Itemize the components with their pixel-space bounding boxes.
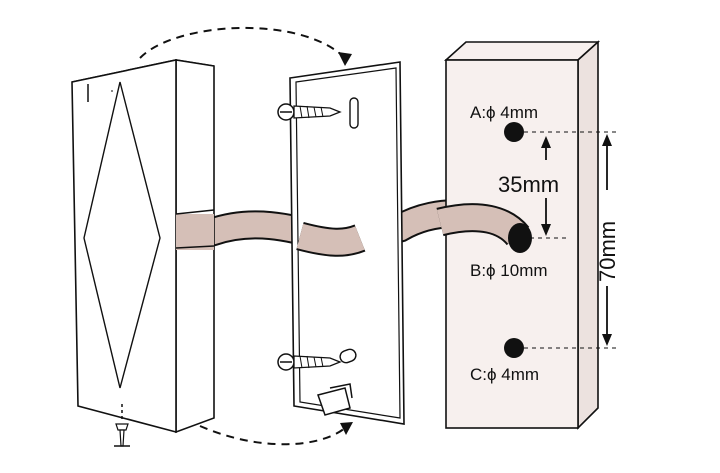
move-arrow-bottom	[199, 422, 353, 446]
hole-a-label: A:ϕ 4mm	[470, 103, 538, 122]
reader-device	[71, 59, 215, 434]
move-arrow-top	[139, 27, 352, 66]
plate-slot-top	[349, 97, 359, 129]
hole-b-label: B:ϕ 10mm	[470, 261, 548, 280]
hole-b	[508, 223, 532, 253]
plate-clip	[317, 387, 351, 416]
plate-slot-bottom	[339, 348, 357, 364]
screw-bottom	[277, 353, 342, 371]
dim-70-label: 70mm	[595, 221, 620, 282]
hole-a	[504, 122, 524, 142]
diamond-logo-outline	[83, 81, 161, 389]
hole-c	[504, 338, 524, 358]
dim-35-label: 35mm	[498, 172, 559, 197]
dimension-lines	[524, 131, 620, 349]
screw-small	[114, 404, 130, 447]
screw-top	[277, 103, 342, 121]
hole-c-label: C:ϕ 4mm	[470, 365, 539, 384]
